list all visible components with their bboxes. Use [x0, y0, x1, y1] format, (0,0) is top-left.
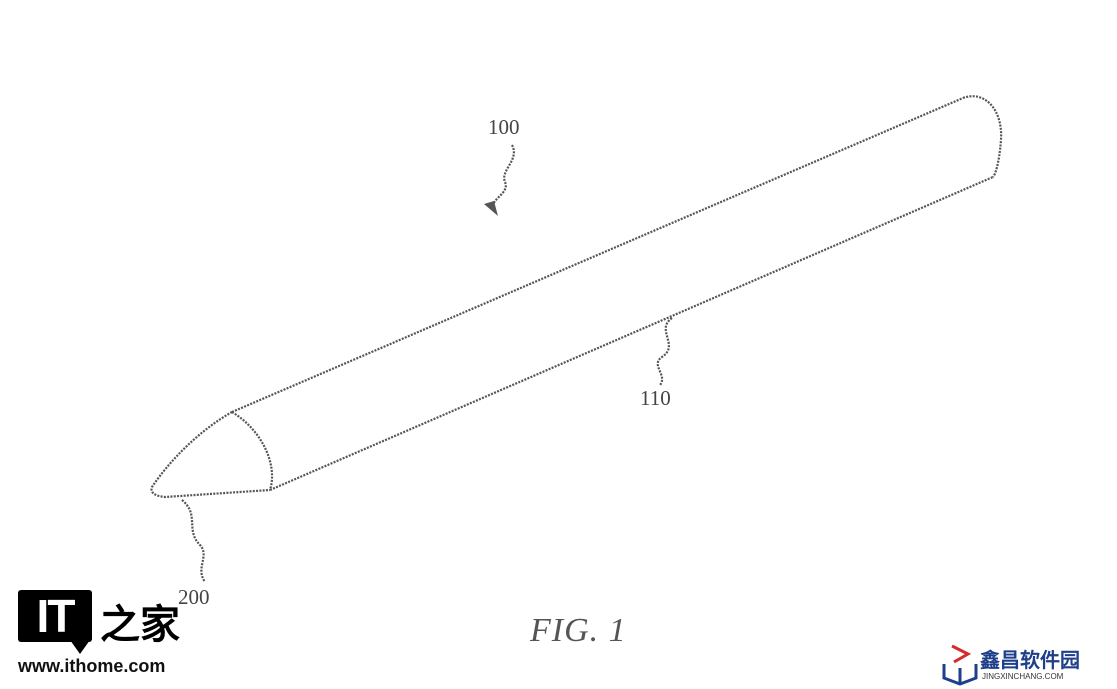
body-top-edge: [231, 96, 964, 414]
ithome-url: www.ithome.com: [18, 656, 166, 676]
end-cap: [962, 95, 1003, 178]
tip-junction: [231, 411, 274, 491]
body-bottom-edge: [269, 175, 994, 492]
xinchang-watermark: 鑫昌软件园 JINGXINCHANG.COM: [940, 642, 1110, 686]
ithome-logo: IT: [18, 590, 92, 642]
xinchang-cube-icon: [942, 644, 978, 686]
label-200: 200: [178, 585, 210, 609]
leader-200: [181, 499, 206, 583]
leader-100: [491, 144, 515, 211]
figure-title: FIG. 1: [530, 612, 627, 649]
label-110: 110: [640, 386, 671, 410]
xinchang-name: 鑫昌软件园: [980, 648, 1080, 672]
tip-cone: [150, 411, 271, 499]
leader-110: [656, 317, 673, 386]
arrow-100-icon: [484, 201, 498, 216]
xinchang-url: JINGXINCHANG.COM: [982, 672, 1064, 681]
ithome-logo-cn: 之家: [100, 601, 180, 648]
label-100: 100: [488, 115, 520, 139]
